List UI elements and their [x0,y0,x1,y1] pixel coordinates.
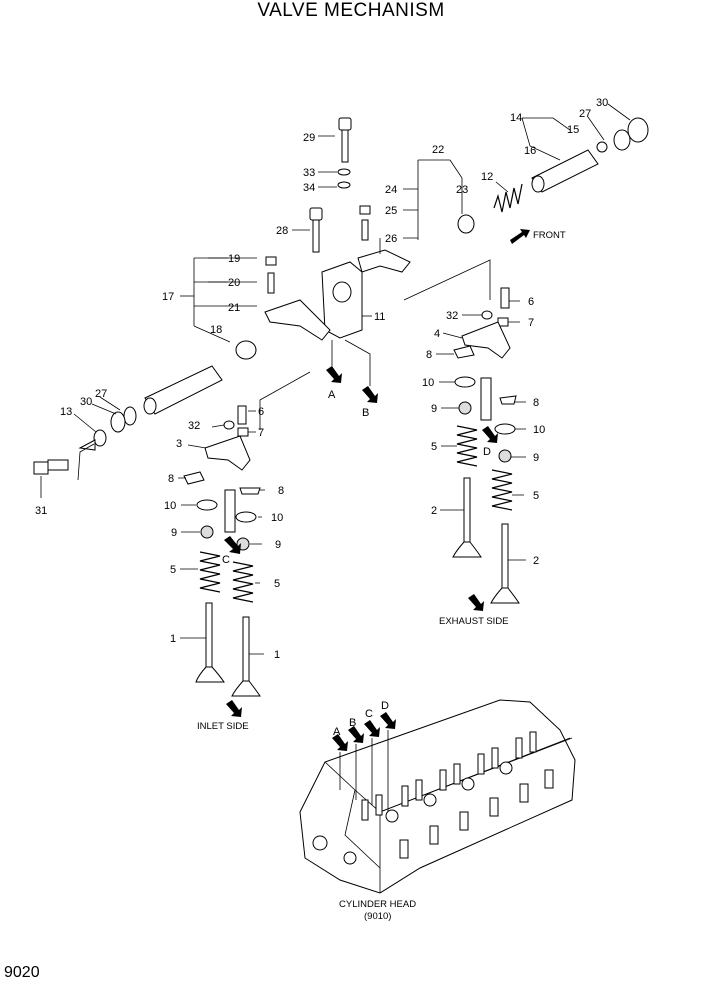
rocker-arm-part [461,321,511,359]
page-number: 9020 [4,964,40,981]
marker-arrow-b-icon [362,386,378,403]
callout-4: 4 [434,328,440,340]
inlet-valve-part [195,602,225,683]
callout-19: 19 [228,253,240,265]
callout-28: 28 [276,225,288,237]
callout-10: 10 [271,512,283,524]
callout-25: 25 [385,205,397,217]
callout-8: 8 [533,397,539,409]
bushing-part [457,214,475,234]
exhaust-valve-part [490,523,520,604]
callout-11: 11 [374,311,385,323]
callout-30: 30 [596,97,608,109]
callout-8: 8 [278,485,284,497]
plug-part [33,429,107,481]
exhaust-side-label: EXHAUST SIDE [439,616,509,627]
spring-part [199,551,221,593]
callout-18: 18 [210,324,222,336]
callout-32: 32 [188,420,200,432]
callout-34: 34 [303,182,315,194]
callout-9: 9 [171,527,177,539]
front-arrow-icon [510,229,530,244]
callout-14: 14 [510,112,522,124]
spring-part [456,425,478,467]
callout-15: 15 [567,124,579,136]
marker-b-label: B [362,407,369,419]
bolt-part [338,117,352,163]
callout-20: 20 [228,277,240,289]
marker-arrow-a-icon [326,366,342,383]
callout-33: 33 [303,167,315,179]
callout-13: 13 [60,406,72,418]
callout-10: 10 [164,500,176,512]
callout-2: 2 [533,555,539,567]
marker-c-label: C [222,554,230,566]
callout-1: 1 [274,649,280,661]
spring-part [493,183,523,213]
callout-31: 31 [35,505,47,517]
callout-7: 7 [258,427,264,439]
cylinder-head-part [299,699,576,894]
inlet-arrow-icon [226,700,242,717]
callout-26: 26 [385,233,397,245]
spring-part [491,469,513,511]
callout-9: 9 [275,539,281,551]
callout-9: 9 [431,403,437,415]
callout-29: 29 [303,132,315,144]
head-marker-d-label: D [381,700,389,712]
rocker-arm-part [204,435,251,471]
callout-1: 1 [170,633,176,645]
callout-23: 23 [456,184,468,196]
callout-5: 5 [533,490,539,502]
rocker-arm-part [264,299,331,341]
callout-22: 22 [432,144,444,156]
washer-part [337,168,351,176]
callout-10: 10 [422,377,434,389]
callout-7: 7 [528,317,534,329]
inlet-side-label: INLET SIDE [197,721,249,732]
page-title: VALVE MECHANISM [257,0,445,21]
callout-3: 3 [176,438,182,450]
washer-part [337,181,351,189]
callout-6: 6 [258,406,264,418]
cylinder-head-label: CYLINDER HEAD [339,899,416,910]
bushing-part [235,340,257,360]
callout-2: 2 [431,505,437,517]
callout-17: 17 [162,291,174,303]
head-marker-a-label: A [333,726,341,738]
rocker-arm-part [357,249,411,273]
callout-5: 5 [170,564,176,576]
callout-30: 30 [80,396,92,408]
inlet-valve-part [231,616,261,697]
cylinder-head-ref-label: (9010) [364,911,391,922]
front-label: FRONT [533,230,566,241]
exhaust-valve-part [452,477,482,558]
callout-27: 27 [95,388,107,400]
marker-arrow-d-icon [482,426,498,443]
callout-5: 5 [274,578,280,590]
head-marker-c-label: C [365,708,373,720]
callout-27: 27 [579,108,591,120]
bolt-part [309,207,323,253]
callout-10: 10 [533,424,545,436]
callout-21: 21 [228,302,240,314]
callout-8: 8 [168,473,174,485]
callout-9: 9 [533,452,539,464]
callout-24: 24 [385,184,397,196]
callout-12: 12 [481,171,493,183]
marker-d-label: D [483,446,491,458]
rocker-shaft-part [144,365,223,415]
exhaust-arrow-icon [468,594,484,611]
marker-a-label: A [328,389,336,401]
callout-8: 8 [426,349,432,361]
marker-arrow-c-icon [224,536,241,554]
spring-part [232,561,254,603]
head-marker-b-label: B [349,717,356,729]
callout-16: 16 [524,145,536,157]
callout-6: 6 [528,296,534,308]
callout-32: 32 [446,310,458,322]
callout-5: 5 [431,441,437,453]
